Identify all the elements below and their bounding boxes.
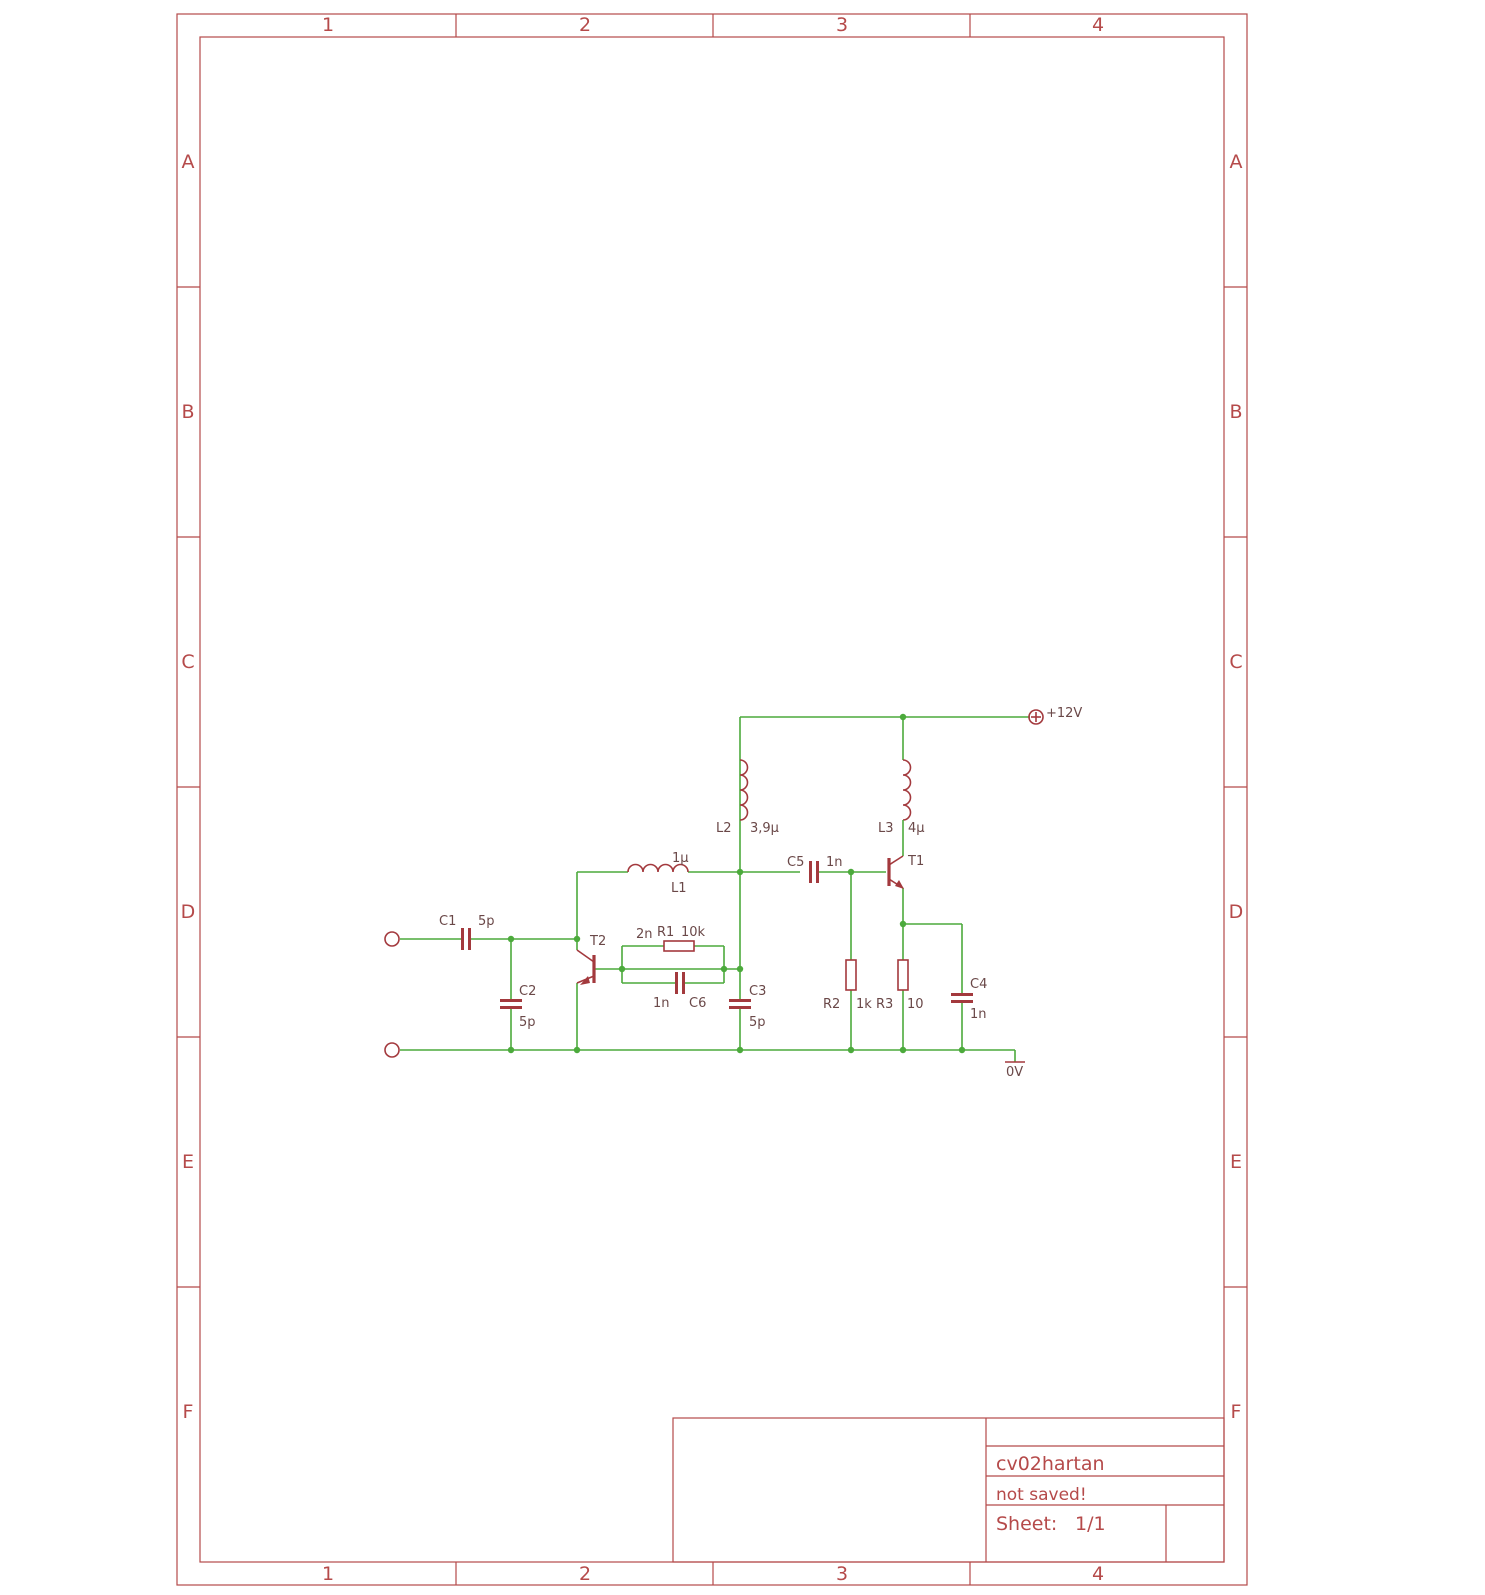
transistor-t2: T2 (576, 934, 606, 985)
row-label-right: B (1229, 401, 1242, 423)
outer-border (176, 13, 1248, 1586)
wires (400, 716, 1030, 1051)
c4-ref: C4 (970, 977, 987, 992)
resistor-r3: R3 10 (876, 959, 924, 1012)
col-label-bottom: 1 (322, 1563, 334, 1585)
supply-vcc: +12V (1028, 706, 1082, 725)
l2-value: 3,9µ (750, 821, 779, 836)
c1-ref: C1 (439, 914, 456, 929)
row-label-left: E (182, 1151, 194, 1173)
gnd-label: 0V (1006, 1065, 1023, 1080)
sheet-label: Sheet: (996, 1513, 1057, 1535)
input-terminals (384, 931, 400, 1058)
r2-value: 1k (856, 997, 872, 1012)
col-label-bottom: 4 (1092, 1563, 1104, 1585)
ground-symbol: 0V (1005, 1050, 1025, 1080)
resistor-r2: R2 1k (823, 959, 872, 1012)
inductor-l2: L2 3,9µ (716, 759, 779, 836)
c5-value: 1n (826, 855, 843, 870)
transistor-t1: T1 (887, 854, 924, 889)
row-label-left: F (183, 1401, 194, 1423)
c3-ref: C3 (749, 984, 766, 999)
row-label-right: A (1230, 151, 1243, 173)
col-label-bottom: 3 (836, 1563, 848, 1585)
r1-value: 10k (681, 925, 706, 940)
title-name: cv02hartan (996, 1453, 1105, 1475)
c2-ref: C2 (519, 984, 536, 999)
inductor-l1: 1µ L1 (627, 851, 689, 896)
col-label-top: 2 (579, 14, 591, 36)
c6-value: 1n (653, 996, 670, 1011)
c6-ref: C6 (689, 996, 706, 1011)
row-label-left: A (182, 151, 195, 173)
input-terminal-bottom (384, 1042, 400, 1058)
junctions (507, 713, 966, 1054)
r1-extra-label: 2n (636, 927, 653, 942)
row-label-right: C (1229, 651, 1242, 673)
resistor-r1: 2n R1 10k (636, 925, 706, 952)
l1-value: 1µ (672, 851, 689, 866)
row-label-left: B (181, 401, 194, 423)
r1-ref: R1 (657, 925, 674, 940)
col-label-top: 4 (1092, 14, 1104, 36)
t2-ref: T2 (589, 934, 606, 949)
c2-value: 5p (519, 1015, 536, 1030)
col-label-bottom: 2 (579, 1563, 591, 1585)
r2-ref: R2 (823, 997, 840, 1012)
capacitor-c2: C2 5p (500, 984, 536, 1030)
capacitor-c1: C1 5p (439, 914, 495, 950)
c1-value: 5p (478, 914, 495, 929)
title-block: cv02hartan not saved! Sheet: 1/1 (672, 1417, 1225, 1563)
c4-value: 1n (970, 1007, 987, 1022)
c5-ref: C5 (787, 855, 804, 870)
capacitor-c6: 1n C6 (653, 972, 706, 1011)
row-label-left: C (181, 651, 194, 673)
col-label-top: 1 (322, 14, 334, 36)
row-label-left: D (181, 901, 196, 923)
col-label-top: 3 (836, 14, 848, 36)
input-terminal-top (384, 931, 400, 947)
r3-value: 10 (907, 997, 924, 1012)
capacitor-c3: C3 5p (729, 984, 766, 1030)
row-label-right: D (1229, 901, 1244, 923)
capacitor-c5: C5 1n (787, 855, 843, 883)
row-label-right: F (1231, 1401, 1242, 1423)
c3-value: 5p (749, 1015, 766, 1030)
row-label-right: E (1230, 1151, 1242, 1173)
capacitor-c4: C4 1n (951, 977, 987, 1022)
title-status: not saved! (996, 1485, 1087, 1505)
inner-border (199, 36, 1225, 1563)
l2-ref: L2 (716, 821, 732, 836)
drawing-frame: 1 2 3 4 1 2 3 4 A B C D E F A B C D E F (176, 13, 1248, 1586)
l3-value: 4µ (908, 821, 925, 836)
inductor-l3: L3 4µ (878, 759, 925, 856)
r3-ref: R3 (876, 997, 893, 1012)
t1-ref: T1 (907, 854, 924, 869)
l1-ref: L1 (671, 881, 687, 896)
sheet-value: 1/1 (1075, 1513, 1106, 1535)
l3-ref: L3 (878, 821, 894, 836)
vcc-label: +12V (1046, 706, 1082, 721)
